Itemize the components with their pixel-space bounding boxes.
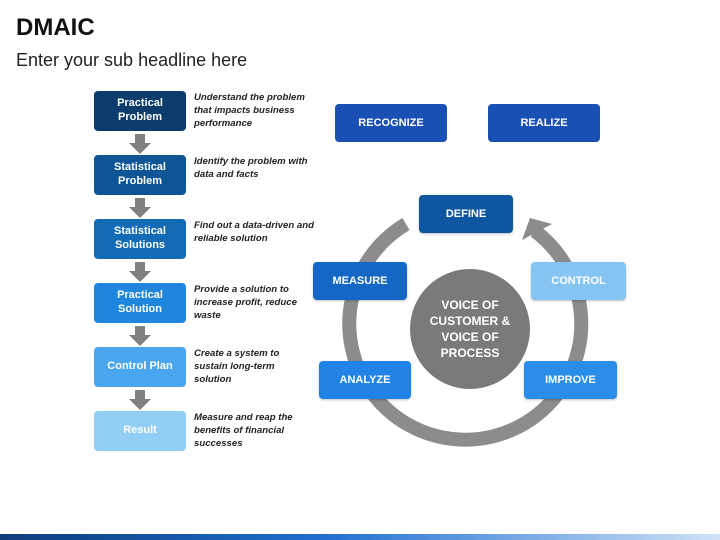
step-practical-problem: Practical Problem xyxy=(94,91,186,131)
center-text-line: VOICE OF xyxy=(441,330,499,344)
center-text-line: CUSTOMER & xyxy=(429,313,511,328)
arrow-down-icon xyxy=(129,326,151,346)
step-description: Measure and reap the benefits of financi… xyxy=(194,412,293,449)
footer-bar xyxy=(0,534,720,540)
step-description: Understand the problem that impacts busi… xyxy=(194,92,305,129)
step-label: Practical Problem xyxy=(117,97,163,123)
step-result: Result xyxy=(94,411,186,451)
center-text-line: VOICE OF xyxy=(441,297,499,312)
step-description: Find out a data-driven and reliable solu… xyxy=(194,220,314,244)
arrow-down-icon xyxy=(129,134,151,154)
step-label: Control Plan xyxy=(107,360,173,373)
cycle-arrowhead-icon xyxy=(522,218,552,240)
arrow-down-icon xyxy=(129,198,151,218)
step-label: Statistical Solutions xyxy=(114,225,166,251)
step-label: Result xyxy=(123,424,157,437)
step-description: Identify the problem with data and facts xyxy=(194,156,308,180)
step-statistical-problem: Statistical Problem xyxy=(94,155,186,195)
measure-box: MEASURE xyxy=(313,262,407,300)
step-practical-solution: Practical Solution xyxy=(94,283,186,323)
step-description: Create a system to sustain long-term sol… xyxy=(194,348,280,385)
define-box: DEFINE xyxy=(419,195,513,233)
realize-box: REALIZE xyxy=(488,104,600,142)
center-text-line: PROCESS xyxy=(440,346,500,361)
step-description: Provide a solution to increase profit, r… xyxy=(194,284,297,321)
step-control-plan: Control Plan xyxy=(94,347,186,387)
page-title: DMAIC xyxy=(16,14,95,41)
page-subtitle: Enter your sub headline here xyxy=(16,50,248,70)
step-label: Practical Solution xyxy=(117,289,163,315)
arrow-down-icon xyxy=(129,390,151,410)
improve-box: IMPROVE xyxy=(524,361,617,399)
step-label: Statistical Problem xyxy=(114,161,166,187)
control-box: CONTROL xyxy=(531,262,626,300)
voice-of-customer-circle: VOICE OF CUSTOMER & VOICE OF PROCESS xyxy=(410,269,530,389)
analyze-box: ANALYZE xyxy=(319,361,411,399)
step-statistical-solutions: Statistical Solutions xyxy=(94,219,186,259)
recognize-box: RECOGNIZE xyxy=(335,104,447,142)
arrow-down-icon xyxy=(129,262,151,282)
